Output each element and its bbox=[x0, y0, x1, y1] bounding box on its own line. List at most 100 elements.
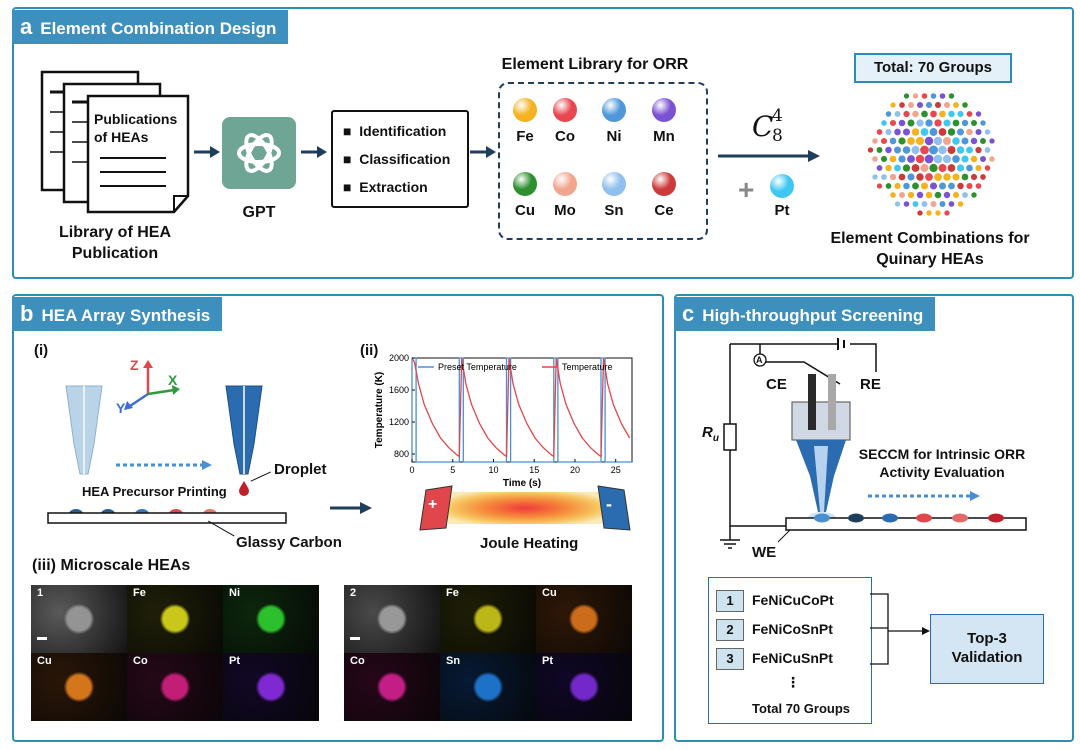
map-label: Fe bbox=[446, 587, 459, 599]
list-ellipsis: ⋮ bbox=[786, 674, 800, 690]
map-label: Cu bbox=[37, 655, 52, 667]
atom-dot bbox=[867, 147, 874, 153]
plus-terminal-label: + bbox=[428, 496, 438, 513]
axis-z-label: Z bbox=[130, 357, 139, 373]
particle-signal bbox=[160, 672, 190, 702]
atom-dot bbox=[921, 93, 928, 99]
joule-heating-label: Joule Heating bbox=[480, 535, 579, 552]
atom-dot bbox=[956, 164, 965, 172]
pt-label: Pt bbox=[774, 202, 790, 219]
atom-dot bbox=[952, 155, 960, 163]
atom-dot bbox=[894, 164, 901, 172]
atom-dot bbox=[894, 201, 901, 207]
map-label: 2 bbox=[350, 587, 357, 599]
atom-dot bbox=[926, 210, 932, 216]
print-nozzle-left bbox=[65, 385, 103, 475]
particle-signal bbox=[64, 604, 94, 634]
total-groups-box: Total: 70 Groups bbox=[854, 53, 1012, 83]
atom-dot bbox=[903, 182, 910, 190]
atom-dot bbox=[934, 101, 942, 109]
atom-dot bbox=[893, 146, 902, 154]
atom-dot bbox=[920, 182, 929, 190]
sub-label-i: (i) bbox=[34, 342, 49, 359]
elemental-map-cu: Cu bbox=[31, 653, 127, 721]
atom-dot bbox=[916, 101, 924, 109]
atom-dot bbox=[889, 137, 897, 145]
atom-dot bbox=[948, 201, 955, 207]
steps-box: ■ Identification ■ Classification ■ Extr… bbox=[331, 110, 469, 208]
atom-dot bbox=[947, 164, 956, 172]
atom-dot bbox=[943, 119, 951, 127]
atom-dot bbox=[962, 192, 968, 198]
atom-dot bbox=[971, 120, 977, 126]
y-axis-label: Temperature (K) bbox=[374, 372, 385, 449]
candidate-name: FeNiCoSnPt bbox=[752, 621, 833, 637]
element-label: Fe bbox=[516, 128, 534, 145]
atom-dot bbox=[975, 164, 982, 172]
atom-dot bbox=[953, 102, 959, 108]
atom-dot bbox=[938, 182, 947, 190]
print-nozzle-right bbox=[225, 385, 263, 475]
elemental-map-pt: Pt bbox=[223, 653, 319, 721]
pt-ball bbox=[770, 174, 794, 198]
bracket-arrow-icon bbox=[870, 593, 930, 665]
atom-dot bbox=[961, 173, 969, 181]
atom-dot bbox=[935, 210, 941, 216]
element-label: Cu bbox=[515, 202, 535, 219]
x-tick-label: 20 bbox=[570, 465, 580, 475]
map-label: Fe bbox=[133, 587, 146, 599]
atom-dot bbox=[920, 163, 929, 173]
map-label: Sn bbox=[446, 655, 461, 667]
atom-dot bbox=[916, 173, 924, 181]
atom-dot bbox=[929, 128, 938, 136]
atom-dot bbox=[912, 93, 919, 99]
seccm-label: SECCM for Intrinsic ORR Activity Evaluat… bbox=[858, 446, 1026, 480]
atom-dot bbox=[984, 129, 991, 135]
y-tick-label: 2000 bbox=[389, 353, 409, 363]
validation-box: Top-3 Validation bbox=[930, 614, 1044, 684]
atom-dot bbox=[907, 173, 915, 181]
atom-dot bbox=[894, 182, 901, 190]
atom-dot bbox=[984, 147, 991, 153]
atom-dot bbox=[912, 201, 919, 207]
droplet-label: Droplet bbox=[274, 461, 327, 478]
atom-dot bbox=[938, 145, 947, 155]
openai-knot-icon bbox=[237, 133, 281, 173]
glassy-carbon-label: Glassy Carbon bbox=[236, 534, 342, 551]
atom-dot bbox=[921, 110, 928, 118]
axis-y-label: Y bbox=[116, 400, 126, 416]
atom-dot bbox=[925, 191, 933, 199]
arrow-icon bbox=[194, 146, 220, 158]
atom-dot bbox=[876, 165, 883, 171]
atom-dot bbox=[938, 163, 947, 173]
atom-dot bbox=[907, 155, 915, 163]
atom-dot bbox=[925, 173, 933, 181]
x-axis-label: Time (s) bbox=[503, 478, 541, 489]
atom-dot bbox=[939, 110, 946, 118]
atom-dot bbox=[952, 119, 960, 127]
atom-dot bbox=[920, 128, 929, 136]
atom-dot bbox=[933, 154, 943, 164]
atom-dot bbox=[902, 164, 911, 172]
x-tick-label: 10 bbox=[488, 465, 498, 475]
atom-dot bbox=[899, 102, 905, 108]
atom-dot bbox=[908, 102, 914, 108]
atom-dot bbox=[894, 128, 901, 136]
atom-dot bbox=[924, 154, 934, 164]
atom-dot bbox=[948, 93, 955, 99]
map-label: Ni bbox=[229, 587, 240, 599]
atom-dot bbox=[872, 156, 878, 162]
list-total: Total 70 Groups bbox=[752, 701, 850, 716]
element-ball-sn bbox=[602, 172, 626, 196]
element-ball-cu bbox=[513, 172, 537, 196]
atom-dot bbox=[966, 128, 973, 136]
atom-dot bbox=[966, 164, 973, 172]
atom-dot bbox=[943, 191, 951, 199]
atom-dot bbox=[948, 182, 955, 190]
print-direction-arrow-icon bbox=[116, 460, 212, 470]
x-tick-label: 25 bbox=[611, 465, 621, 475]
atom-dot bbox=[930, 110, 937, 118]
atom-dot bbox=[980, 156, 986, 162]
atom-dot bbox=[915, 154, 925, 164]
